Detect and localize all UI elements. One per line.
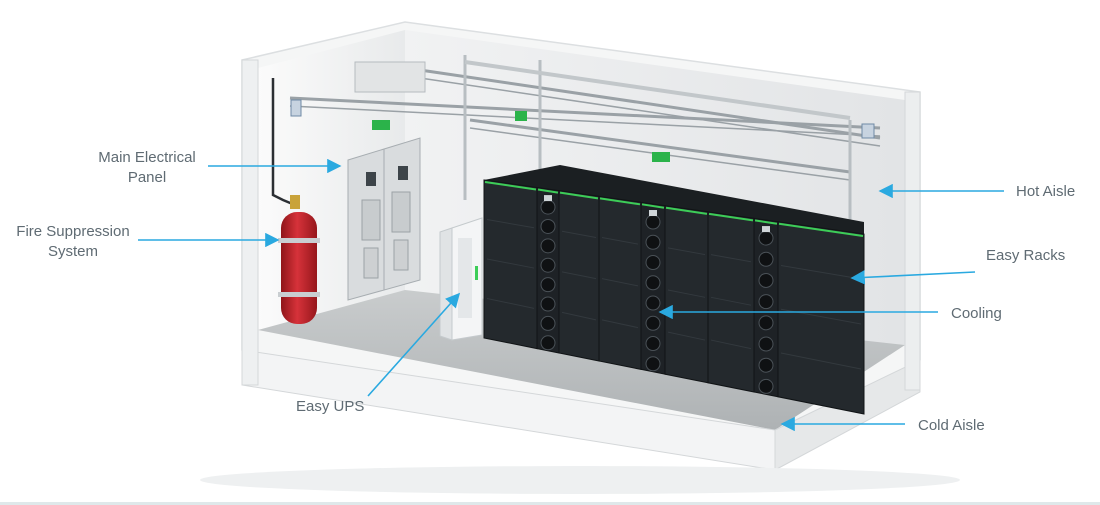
- rack-cabinet: [483, 179, 538, 350]
- cooling-fan: [645, 295, 661, 311]
- cooling-fan: [758, 230, 774, 246]
- label-main-electrical-panel: Main Electrical Panel: [98, 149, 196, 186]
- label-cooling: Cooling: [951, 305, 1002, 322]
- fire-suppression-cylinder: [271, 78, 320, 324]
- rack-cabinet: [558, 190, 600, 362]
- callout-lines: [138, 158, 1004, 432]
- cooling-fan: [645, 214, 661, 230]
- rack-panel-seam: [561, 230, 597, 238]
- rack-panel-seam: [710, 296, 752, 306]
- cooling-fan: [758, 272, 774, 288]
- floor: [258, 290, 905, 430]
- rack-panel-seam: [780, 265, 862, 280]
- wall-sensors: [290, 99, 875, 139]
- ceiling-junction-box: [354, 61, 426, 93]
- rack-panel-seam: [601, 237, 639, 245]
- callout-line-easy-racks: [850, 270, 976, 285]
- rack-cabinet: [707, 211, 755, 393]
- rack-panel-seam: [780, 352, 862, 370]
- rack-panel-seam: [667, 289, 706, 298]
- label-easy-ups: Easy UPS: [296, 398, 365, 415]
- rack-cabinet: [664, 205, 709, 384]
- cooling-fan: [758, 357, 774, 373]
- rack-row-roof: [484, 165, 864, 234]
- cooling-fan: [758, 378, 774, 394]
- overhead-cable-trays: [289, 55, 881, 220]
- cooling-fan: [758, 336, 774, 352]
- cooling-fan: [540, 296, 556, 312]
- callout-line-easy-ups: [367, 292, 461, 397]
- cooling-fan: [645, 356, 661, 372]
- cooling-display: [544, 195, 552, 202]
- label-fire-suppression-system: Fire Suppression System: [16, 223, 130, 260]
- rack-accent-stripe: [754, 219, 778, 225]
- main-electrical-panel-cabinet: [347, 137, 421, 301]
- label-hot-aisle: Hot Aisle: [1016, 183, 1076, 200]
- rack-panel-seam: [710, 339, 752, 350]
- label-easy-racks: Easy Racks: [986, 247, 1066, 264]
- cooling-fan: [540, 238, 556, 254]
- rack-panel-seam: [486, 258, 535, 269]
- rack-panel-seam: [486, 219, 535, 229]
- cooling-fan: [758, 315, 774, 331]
- cooling-fan: [540, 277, 556, 293]
- rack-panel-seam: [561, 271, 597, 280]
- cooling-fan: [645, 255, 661, 271]
- cooling-display: [762, 226, 770, 233]
- cooling-fan: [540, 257, 556, 273]
- cooling-fan: [540, 199, 556, 215]
- rack-row: [483, 165, 865, 415]
- rack-panel-seam: [601, 278, 639, 287]
- cooling-fan: [758, 294, 774, 310]
- cooling-fan: [645, 275, 661, 291]
- cooling-fan: [540, 335, 556, 351]
- easy-ups-cabinet: [439, 217, 483, 341]
- cooling-fan: [540, 315, 556, 331]
- rack-accent-stripe: [708, 212, 754, 222]
- rack-accent-stripe: [665, 206, 708, 215]
- rack-cabinet: [777, 221, 865, 415]
- rack-accent-stripe: [537, 188, 559, 194]
- rack-accent-stripe: [559, 191, 599, 200]
- cooling-fan: [645, 315, 661, 331]
- cooling-display: [649, 210, 657, 217]
- rack-accent-stripe: [484, 181, 537, 191]
- rack-accent-stripe: [599, 197, 641, 206]
- rack-accent-stripe: [778, 222, 864, 237]
- rack-panel-seam: [486, 298, 535, 309]
- label-cold-aisle: Cold Aisle: [918, 417, 985, 434]
- rack-panel-seam: [710, 254, 752, 263]
- cooling-fan: [645, 234, 661, 250]
- cooling-fan: [758, 251, 774, 267]
- rack-panel-seam: [667, 331, 706, 341]
- rack-accent-stripe: [641, 203, 665, 209]
- rack-panel-seam: [667, 247, 706, 256]
- bottom-rule: [0, 502, 1100, 505]
- cooling-fan: [540, 218, 556, 234]
- rack-cabinet: [598, 195, 642, 371]
- rack-panel-seam: [561, 311, 597, 321]
- cooling-fan: [645, 336, 661, 352]
- exit-signs: [372, 111, 670, 162]
- rack-panel-seam: [601, 319, 639, 329]
